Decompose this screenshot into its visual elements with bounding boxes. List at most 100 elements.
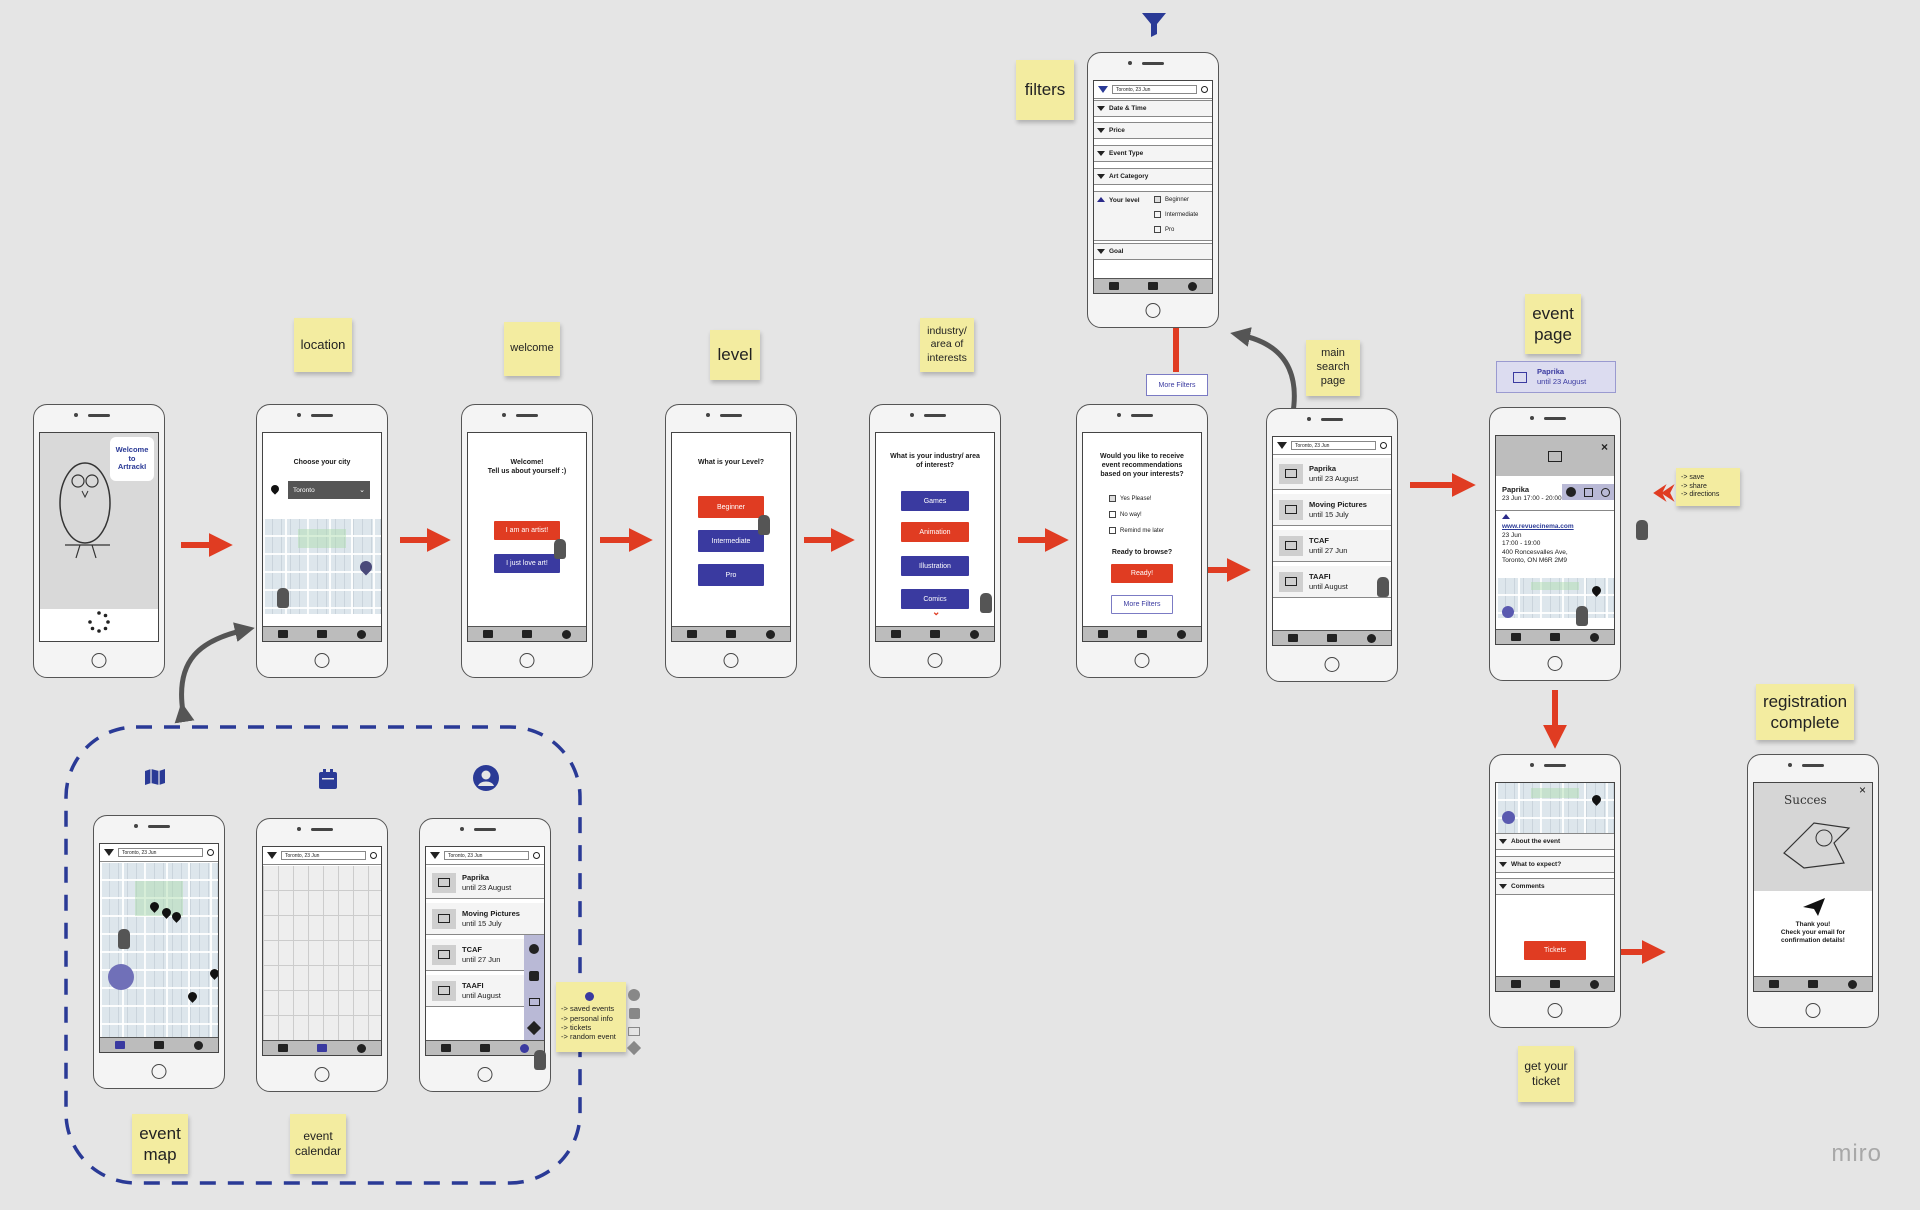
level-beginner-button[interactable]: Beginner	[698, 496, 764, 518]
tab-calendar-icon[interactable]	[1137, 630, 1148, 638]
filter-icon[interactable]	[1277, 442, 1287, 449]
level-intermediate-check[interactable]: Intermediate	[1154, 211, 1198, 218]
tab-calendar-icon[interactable]	[154, 1041, 165, 1049]
home-button[interactable]	[1134, 653, 1150, 668]
home-button[interactable]	[1145, 303, 1161, 318]
home-button[interactable]	[1547, 1003, 1563, 1018]
filter-icon[interactable]	[104, 849, 114, 856]
check-no[interactable]: No way!	[1109, 511, 1142, 518]
tab-calendar-icon[interactable]	[317, 1044, 328, 1052]
section-about[interactable]: About the event	[1496, 833, 1614, 850]
tab-profile-icon[interactable]	[194, 1040, 204, 1050]
filter-event-type[interactable]: Event Type	[1094, 145, 1212, 162]
filter-price[interactable]: Price	[1094, 122, 1212, 139]
tab-calendar-icon[interactable]	[930, 630, 941, 638]
filter-art-category[interactable]: Art Category	[1094, 168, 1212, 185]
tab-map-icon[interactable]	[1287, 634, 1298, 642]
tab-profile-icon[interactable]	[970, 629, 980, 639]
tab-calendar-icon[interactable]	[317, 630, 328, 638]
home-button[interactable]	[1547, 656, 1563, 671]
share-icon[interactable]	[1584, 487, 1593, 497]
ticket-icon[interactable]	[528, 997, 540, 1006]
home-button[interactable]	[1805, 1003, 1821, 1018]
tab-map-icon[interactable]	[482, 630, 493, 638]
industry-comics-button[interactable]: Comics	[901, 589, 969, 609]
tab-map-icon[interactable]	[1510, 633, 1521, 641]
tab-map-icon[interactable]	[890, 630, 901, 638]
section-expect[interactable]: What to expect?	[1496, 856, 1614, 873]
city-select[interactable]: Toronto ⌄	[288, 481, 370, 499]
date-select[interactable]: Toronto, 23 Jun	[444, 851, 529, 860]
search-icon[interactable]	[370, 852, 377, 859]
section-comments[interactable]: Comments	[1496, 878, 1614, 895]
tab-calendar-icon[interactable]	[1550, 980, 1561, 988]
tab-map-icon[interactable]	[440, 1044, 451, 1052]
heart-icon[interactable]	[529, 943, 539, 954]
tab-map-icon[interactable]	[277, 630, 288, 638]
ticket-map[interactable]	[1496, 783, 1614, 833]
filter-icon[interactable]	[430, 852, 440, 859]
filter-date-time[interactable]: Date & Time	[1094, 100, 1212, 117]
tab-map-icon[interactable]	[686, 630, 697, 638]
filter-your-level[interactable]: Your level	[1094, 191, 1212, 241]
home-button[interactable]	[91, 653, 107, 668]
home-button[interactable]	[314, 653, 330, 668]
home-button[interactable]	[151, 1064, 167, 1079]
walk-icon[interactable]	[1502, 606, 1514, 618]
walk-icon[interactable]	[1502, 811, 1515, 824]
event-url-link[interactable]: www.revuecinema.com	[1502, 523, 1574, 531]
check-remind[interactable]: Remind me later	[1109, 527, 1164, 534]
tab-profile-icon[interactable]	[1590, 979, 1600, 989]
level-pro-button[interactable]: Pro	[698, 564, 764, 586]
tab-profile-icon[interactable]	[1367, 633, 1377, 643]
date-select[interactable]: Toronto, 23 Jun	[1291, 441, 1376, 450]
event-map[interactable]	[1496, 578, 1614, 618]
filter-icon[interactable]	[1098, 86, 1108, 93]
industry-illustration-button[interactable]: Illustration	[901, 556, 969, 576]
calendar-grid[interactable]	[263, 866, 381, 1041]
search-icon[interactable]	[1380, 442, 1387, 449]
tab-map-icon[interactable]	[1510, 980, 1521, 988]
date-select[interactable]: Toronto, 23 Jun	[118, 848, 203, 857]
tab-profile-icon[interactable]	[1188, 281, 1198, 291]
home-button[interactable]	[477, 1067, 493, 1082]
person-icon[interactable]	[529, 970, 539, 981]
check-yes[interactable]: Yes Please!	[1109, 495, 1151, 502]
tab-calendar-icon[interactable]	[1550, 633, 1561, 641]
tab-map-icon[interactable]	[1768, 980, 1779, 988]
tab-map-icon[interactable]	[114, 1041, 125, 1049]
tab-profile-icon[interactable]	[520, 1043, 530, 1053]
level-pro-check[interactable]: Pro	[1154, 226, 1174, 233]
home-button[interactable]	[1324, 657, 1340, 672]
industry-games-button[interactable]: Games	[901, 491, 969, 511]
home-button[interactable]	[723, 653, 739, 668]
home-button[interactable]	[927, 653, 943, 668]
save-icon[interactable]	[1566, 487, 1576, 497]
more-filters-button[interactable]: More Filters	[1111, 595, 1173, 614]
artist-button[interactable]: I am an artist!	[494, 521, 560, 540]
tab-profile-icon[interactable]	[766, 629, 776, 639]
tab-calendar-icon[interactable]	[480, 1044, 491, 1052]
search-icon[interactable]	[533, 852, 540, 859]
tab-calendar-icon[interactable]	[522, 630, 533, 638]
tab-profile-icon[interactable]	[1590, 632, 1600, 642]
walk-icon[interactable]	[108, 964, 134, 990]
industry-animation-button[interactable]: Animation	[901, 522, 969, 542]
close-icon[interactable]: ×	[1600, 440, 1608, 454]
tab-map-icon[interactable]	[1108, 282, 1119, 290]
tab-calendar-icon[interactable]	[1327, 634, 1338, 642]
close-icon[interactable]: ×	[1858, 783, 1866, 797]
tab-profile-icon[interactable]	[1848, 979, 1858, 989]
tickets-button[interactable]: Tickets	[1524, 941, 1586, 960]
love-art-button[interactable]: I just love art!	[494, 554, 560, 573]
home-button[interactable]	[314, 1067, 330, 1082]
search-icon[interactable]	[207, 849, 214, 856]
tab-calendar-icon[interactable]	[726, 630, 737, 638]
